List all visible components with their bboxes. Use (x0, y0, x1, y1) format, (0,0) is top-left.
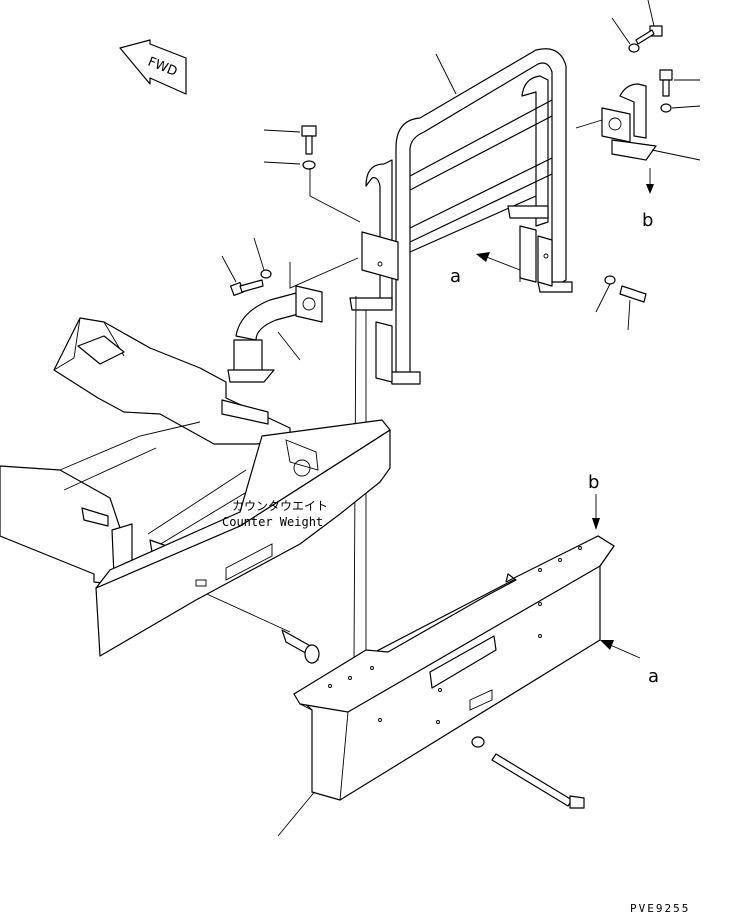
view-arrow-a-upper (476, 252, 521, 282)
washer-bottom (471, 736, 485, 748)
fwd-direction-arrow: FWD (119, 39, 187, 95)
view-arrow-b-upper (646, 168, 654, 194)
right-side-post (601, 83, 657, 161)
revolving-frame (0, 317, 291, 585)
leader-lines (221, 0, 701, 837)
view-label-b-upper: b (642, 210, 653, 231)
counterweight-exploded (293, 535, 615, 801)
bolt-mid-left (229, 279, 264, 297)
handrail-assembly (349, 48, 573, 385)
counterweight-label-jp: カウンタウエイト (232, 499, 328, 513)
bolt-right-2 (619, 285, 647, 303)
view-label-b-lower: b (588, 472, 599, 493)
bolt-upper-left (301, 125, 317, 155)
counterweight-label-en: Counter Weight (222, 515, 323, 529)
washer-right-1 (660, 103, 672, 113)
counterweight-installed (95, 419, 391, 657)
washer-right-2 (604, 275, 616, 285)
bolt-top-right (635, 25, 663, 45)
view-arrow-a-lower (600, 640, 641, 659)
left-side-post (227, 285, 323, 383)
counterweight-label-group: カウンタウエイト Counter Weight (222, 499, 328, 529)
long-bolt-bottom (491, 753, 585, 809)
drawing-code: PVE9255 (630, 902, 690, 915)
bolts-and-washers (229, 25, 673, 809)
washer-mid-left (260, 269, 272, 279)
view-arrow-b-lower (592, 494, 600, 530)
view-label-a-upper: a (450, 266, 461, 287)
washer-top-right (628, 43, 640, 53)
view-label-a-lower: a (648, 666, 659, 687)
washer-upper-left (302, 160, 316, 170)
spacer-pipe (281, 629, 320, 664)
bolt-right-1 (659, 69, 673, 97)
